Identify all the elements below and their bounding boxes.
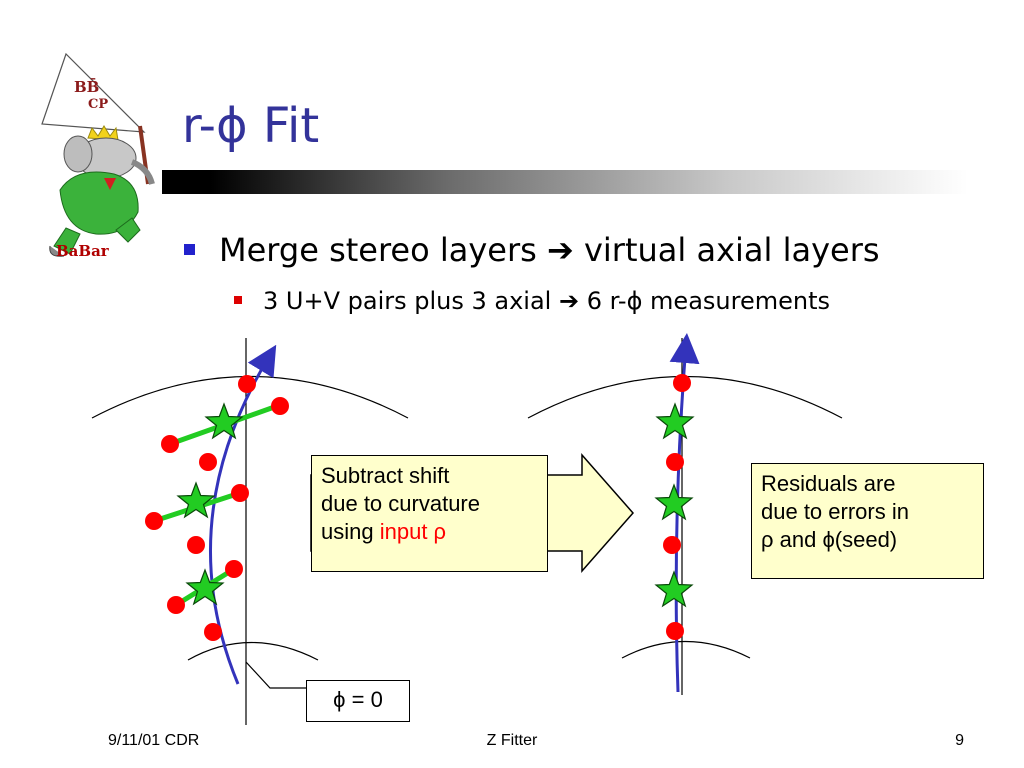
hits-left: [145, 375, 289, 641]
bullet-level2: 3 U+V pairs plus 3 axial ➔ 6 r-ϕ measure…: [234, 287, 830, 315]
inner-layer-arc-right: [621, 640, 751, 659]
note-line: due to curvature: [321, 491, 480, 516]
note-line: Residuals are: [761, 471, 896, 496]
phi-zero-callout: [245, 661, 306, 689]
bullet-text: 3 U+V pairs plus 3 axial ➔ 6 r-ϕ measure…: [263, 287, 830, 315]
note-line-prefix: using: [321, 519, 380, 544]
title-underline-bar: [162, 170, 968, 194]
footer-page-number: 9: [955, 732, 964, 749]
bullet-level1: Merge stereo layers ➔ virtual axial laye…: [184, 231, 880, 269]
virtual-hits-left: [176, 402, 244, 606]
bullet-square-icon: [234, 296, 242, 304]
note-line: due to errors in: [761, 499, 909, 524]
svg-text:CP: CP: [88, 97, 108, 112]
hits-right: [663, 374, 691, 640]
footer-title: Z Fitter: [486, 732, 538, 749]
phi-zero-text: ϕ = 0: [333, 687, 383, 712]
phi-zero-label: ϕ = 0: [306, 680, 410, 722]
subtract-shift-note: Subtract shift due to curvature using in…: [311, 455, 548, 572]
note-line: using input ρ: [321, 518, 538, 546]
virtual-hits-right: [654, 402, 695, 608]
babar-logo: BB̄ CP BaBar: [41, 52, 155, 260]
slide-title: r-ϕ Fit: [182, 98, 320, 154]
footer-date: 9/11/01 CDR: [108, 732, 200, 749]
track-curve-left: [209, 344, 277, 685]
note-line: Subtract shift: [321, 463, 450, 488]
bullet-text: Merge stereo layers ➔ virtual axial laye…: [219, 231, 880, 269]
bullet-square-icon: [184, 243, 195, 255]
residuals-note: Residuals are due to errors in ρ and ϕ(s…: [751, 463, 984, 579]
input-rho-highlight: input ρ: [379, 519, 447, 544]
inner-layer-arc-left: [187, 641, 319, 661]
note-line: ρ and ϕ(seed): [761, 527, 898, 552]
svg-text:BB̄: BB̄: [74, 77, 99, 96]
logo-wordmark: BaBar: [56, 242, 110, 260]
